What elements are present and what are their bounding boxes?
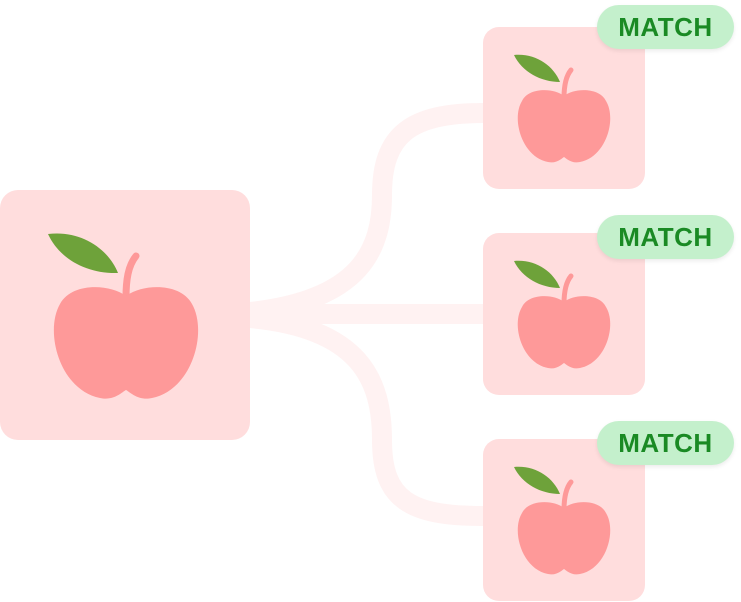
apple-icon — [514, 54, 611, 163]
connector-to-match-3 — [240, 308, 493, 526]
match-card — [483, 233, 645, 395]
match-card — [483, 439, 645, 601]
apple-icon — [48, 233, 199, 399]
apple-icon — [514, 260, 611, 369]
apple-icon — [514, 466, 611, 575]
match-card — [483, 27, 645, 189]
connector-to-match-1 — [240, 103, 493, 322]
match-badge: MATCH — [597, 215, 734, 259]
source-card — [0, 190, 250, 440]
match-badge: MATCH — [597, 421, 734, 465]
match-badge: MATCH — [597, 5, 734, 49]
